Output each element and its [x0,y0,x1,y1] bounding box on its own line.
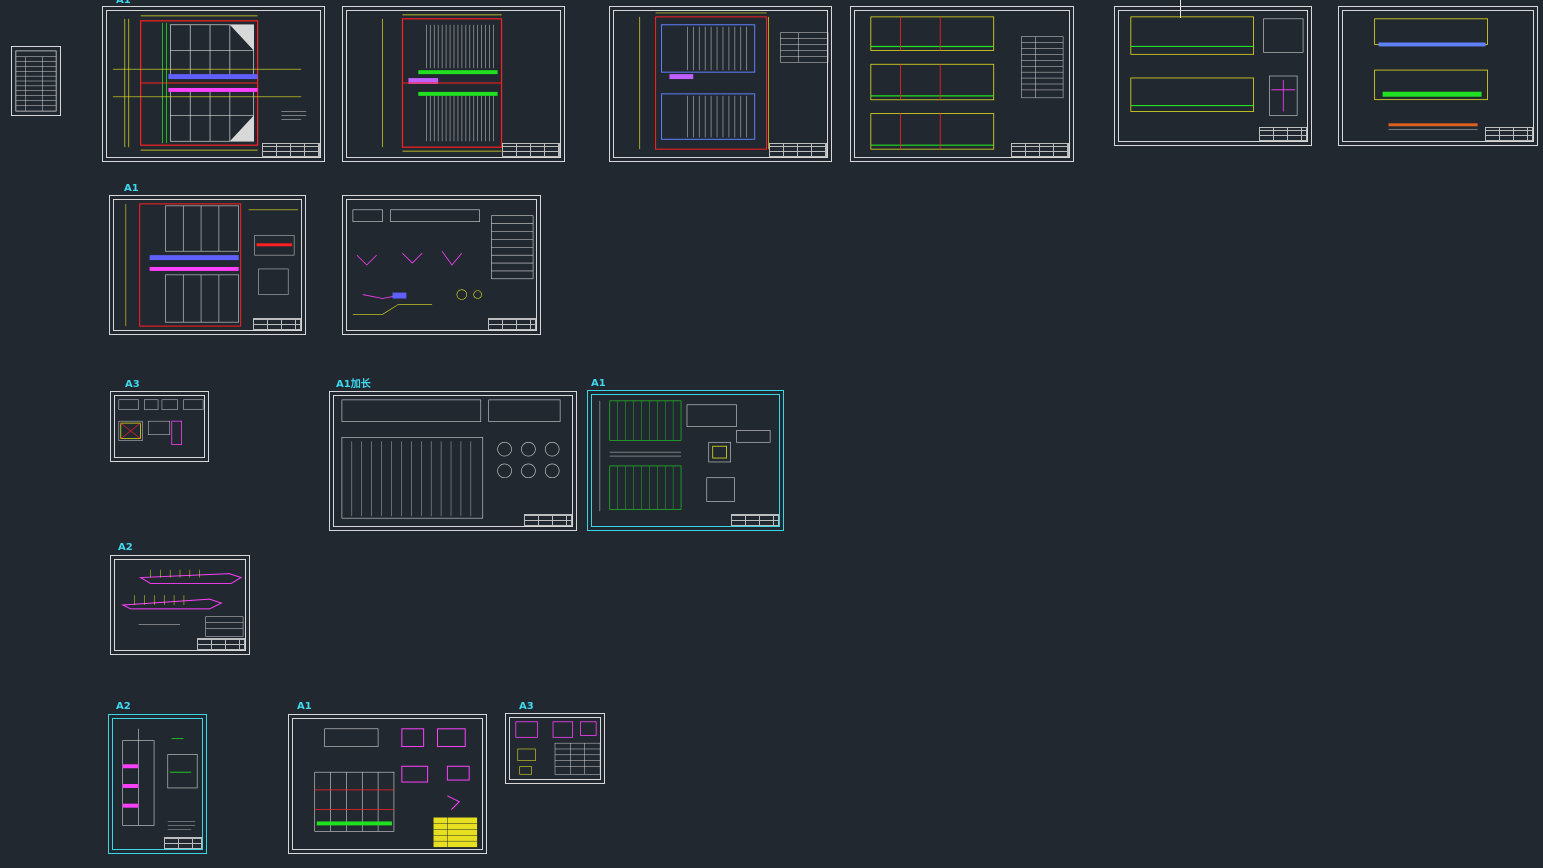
sheet-border [114,395,205,458]
sheet-border [509,717,601,780]
sheet-elevation-2[interactable] [1338,6,1538,146]
sheet-details-a3[interactable] [110,391,209,462]
sheet-border [346,199,537,331]
title-block [1011,143,1069,157]
sheet-long-a1[interactable] [329,391,577,531]
sheet-size-label: A2 [118,542,133,553]
plan-1-drawing [112,15,307,151]
elevation-2-drawing [1374,18,1488,130]
sheet-plan-1[interactable] [102,6,325,162]
sheet-border [106,10,321,158]
sheet-size-label: A1 [116,0,131,6]
title-block [164,837,202,849]
sheet-plan-2[interactable] [342,6,565,162]
sheet-border [112,718,203,850]
sheet-border [333,395,573,527]
sheet-green-a1[interactable] [587,390,784,531]
title-block [1485,127,1533,141]
sheet-small-a3[interactable] [505,713,605,784]
title-block [1259,127,1307,141]
sheet-border [613,10,828,158]
sheet-details-1[interactable] [342,195,541,335]
sheet-sections-1[interactable] [850,6,1074,162]
sheet-border [591,394,780,527]
cursor-crosshair [1180,0,1181,18]
sheet-pipe-a2[interactable] [110,555,250,655]
details-a3-drawing [118,399,204,445]
sheet-struct-a1[interactable] [288,714,487,854]
details-1-drawing [352,209,534,315]
sheet-border [1118,10,1308,142]
sheet-size-label: A3 [519,701,534,712]
title-block [197,638,245,650]
sheet-elevation-1[interactable] [1114,6,1312,146]
sheet-plan-3[interactable] [609,6,832,162]
title-block [769,143,827,157]
sections-1-drawing [870,16,1064,150]
sheet-index-table[interactable] [11,46,61,116]
sheet-size-label: A1 [124,183,139,194]
small-a3-drawing [515,721,601,775]
pipe-a2-drawing [120,569,244,637]
long-a1-drawing [341,399,561,519]
title-block [731,514,779,526]
sheet-size-label: A1加长 [336,379,371,390]
sheet-tall-a2[interactable] [108,714,207,854]
sheet-border [346,10,561,158]
tall-a2-drawing [122,728,198,830]
plan-3-drawing [639,12,829,150]
plan-4-drawing [125,203,299,327]
sheet-size-label: A1 [297,701,312,712]
plan-2-drawing [382,14,503,152]
sheet-border [292,718,483,850]
sheet-size-label: A1 [591,378,606,389]
title-block [253,318,301,330]
elevation-1-drawing [1130,16,1304,116]
sheet-size-label: A3 [125,379,140,390]
green-a1-drawing [599,400,771,512]
title-block [502,143,560,157]
sheet-border [854,10,1070,158]
title-block [488,318,536,330]
sheet-border [1342,10,1534,142]
title-block [262,143,320,157]
index-table-drawing [15,50,57,112]
sheet-plan-4[interactable] [109,195,306,335]
sheet-border [113,199,302,331]
sheet-border [114,559,246,651]
title-block [524,514,572,526]
sheet-size-label: A2 [116,701,131,712]
struct-a1-drawing [314,728,478,848]
